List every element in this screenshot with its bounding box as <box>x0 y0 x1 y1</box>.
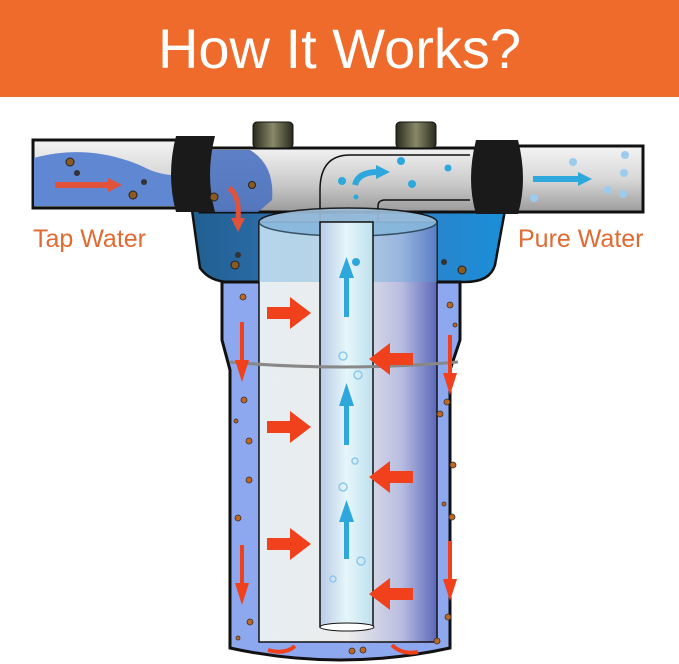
sediment-particles <box>233 293 458 655</box>
tap-water-label: Tap Water <box>33 225 147 253</box>
flow-arrows-down <box>235 322 457 605</box>
inlet-pipe <box>31 138 195 210</box>
flow-arrows-inward <box>267 297 413 610</box>
inlet-fitting-cap <box>252 121 294 149</box>
outlet-coupling <box>471 140 523 214</box>
outlet-fitting-cap <box>395 121 437 149</box>
page-title: How It Works? <box>157 17 522 80</box>
filter-diagram <box>31 121 645 662</box>
outlet-pipe <box>513 144 645 214</box>
header-banner: How It Works? <box>0 0 679 97</box>
flow-arrows-up <box>339 257 354 559</box>
pure-water-label: Pure Water <box>518 225 644 253</box>
inlet-coupling <box>171 136 215 212</box>
